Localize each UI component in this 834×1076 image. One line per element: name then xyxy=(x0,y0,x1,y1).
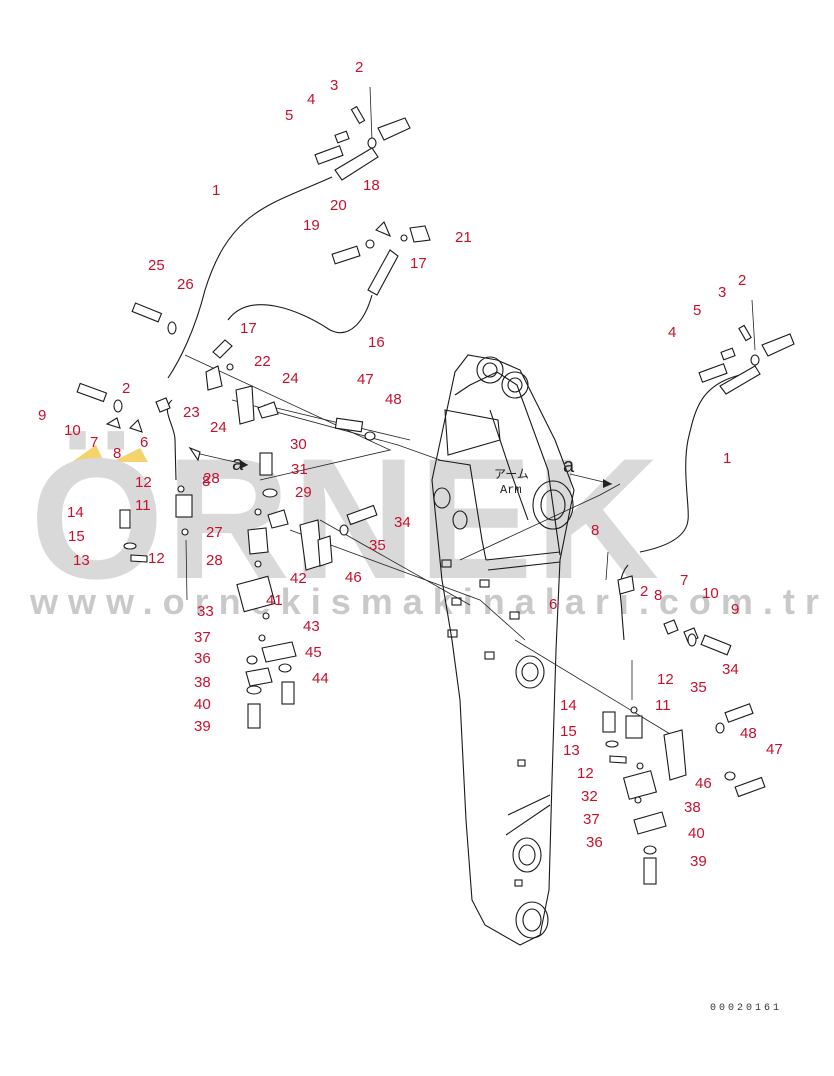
callout-11: 11 xyxy=(655,697,671,714)
callout-2: 2 xyxy=(355,59,363,76)
callout-13: 13 xyxy=(73,552,90,569)
callout-9: 9 xyxy=(731,601,739,618)
watermark-accent-left xyxy=(72,445,104,462)
drawing-number: 00020161 xyxy=(710,1003,782,1014)
callout-16: 16 xyxy=(368,334,385,351)
callout-12: 12 xyxy=(577,765,594,782)
callout-37: 37 xyxy=(194,629,211,646)
callout-5: 5 xyxy=(693,302,701,319)
hardware-parts xyxy=(76,105,795,885)
callout-31: 31 xyxy=(291,461,308,478)
callout-45: 45 xyxy=(305,644,322,661)
callout-10: 10 xyxy=(702,585,719,602)
callout-15: 15 xyxy=(560,723,577,740)
callout-6: 6 xyxy=(549,596,557,613)
callout-15: 15 xyxy=(68,528,85,545)
callout-24: 24 xyxy=(282,370,299,387)
callout-24: 24 xyxy=(210,419,227,436)
callout-36: 36 xyxy=(194,650,211,667)
callout-28: 28 xyxy=(206,552,223,569)
callout-5: 5 xyxy=(285,107,293,124)
callout-7: 7 xyxy=(90,434,98,451)
callout-9: 9 xyxy=(38,407,46,424)
callout-39: 39 xyxy=(690,853,707,870)
view-arrows xyxy=(199,453,613,488)
callout-46: 46 xyxy=(695,775,712,792)
arm-label-jp: アーム xyxy=(494,468,529,482)
callout-28: 28 xyxy=(203,470,220,487)
callout-10: 10 xyxy=(64,422,81,439)
view-marker-left: a xyxy=(232,453,244,475)
callout-3: 3 xyxy=(718,284,726,301)
callout-25: 25 xyxy=(148,257,165,274)
callout-labels: 1234516171819202125261722232424291078681… xyxy=(38,59,783,870)
callout-20: 20 xyxy=(330,197,347,214)
callout-30: 30 xyxy=(290,436,307,453)
callout-29: 29 xyxy=(295,484,312,501)
callout-8: 8 xyxy=(654,587,662,604)
callout-23: 23 xyxy=(183,404,200,421)
callout-34: 34 xyxy=(722,661,739,678)
callout-39: 39 xyxy=(194,718,211,735)
callout-32: 32 xyxy=(581,788,598,805)
callout-48: 48 xyxy=(740,725,757,742)
callout-8: 8 xyxy=(202,473,210,490)
callout-8: 8 xyxy=(113,445,121,462)
arm-body xyxy=(431,354,575,946)
callout-37: 37 xyxy=(583,811,600,828)
callout-12: 12 xyxy=(148,550,165,567)
watermark-brand: ÖRNEK xyxy=(30,423,661,615)
callout-14: 14 xyxy=(67,504,84,521)
callout-18: 18 xyxy=(363,177,380,194)
callout-43: 43 xyxy=(303,618,320,635)
callout-44: 44 xyxy=(312,670,329,687)
callout-3: 3 xyxy=(330,77,338,94)
callout-14: 14 xyxy=(560,697,577,714)
callout-1: 1 xyxy=(723,450,731,467)
callout-22: 22 xyxy=(254,353,271,370)
callout-34: 34 xyxy=(394,514,411,531)
watermark-url: www.ornekismakinalari.com.tr xyxy=(29,581,829,622)
callout-38: 38 xyxy=(684,799,701,816)
watermark: ÖRNEK www.ornekismakinalari.com.tr xyxy=(29,423,829,622)
callout-12: 12 xyxy=(657,671,674,688)
callout-6: 6 xyxy=(140,434,148,451)
callout-26: 26 xyxy=(177,276,194,293)
callout-19: 19 xyxy=(303,217,320,234)
callout-41: 41 xyxy=(266,592,283,609)
callout-17: 17 xyxy=(240,320,257,337)
callout-40: 40 xyxy=(194,696,211,713)
callout-27: 27 xyxy=(206,524,223,541)
callout-47: 47 xyxy=(766,741,783,758)
callout-35: 35 xyxy=(369,537,386,554)
watermark-accent-right xyxy=(112,448,148,462)
callout-12: 12 xyxy=(135,474,152,491)
callout-40: 40 xyxy=(688,825,705,842)
callout-8: 8 xyxy=(591,522,599,539)
arm-label-en: Arm xyxy=(500,483,522,497)
callout-48: 48 xyxy=(385,391,402,408)
callout-2: 2 xyxy=(122,380,130,397)
callout-46: 46 xyxy=(345,569,362,586)
callout-4: 4 xyxy=(307,91,315,108)
callout-4: 4 xyxy=(668,324,676,341)
callout-1: 1 xyxy=(212,182,220,199)
callout-33: 33 xyxy=(197,603,214,620)
callout-2: 2 xyxy=(640,583,648,600)
view-marker-right: a xyxy=(563,455,575,477)
callout-38: 38 xyxy=(194,674,211,691)
callout-35: 35 xyxy=(690,679,707,696)
callout-21: 21 xyxy=(455,229,472,246)
callout-2: 2 xyxy=(738,272,746,289)
callout-42: 42 xyxy=(290,570,307,587)
callout-36: 36 xyxy=(586,834,603,851)
callout-47: 47 xyxy=(357,371,374,388)
callout-13: 13 xyxy=(563,742,580,759)
callout-7: 7 xyxy=(680,572,688,589)
callout-11: 11 xyxy=(135,497,151,514)
callout-17: 17 xyxy=(410,255,427,272)
